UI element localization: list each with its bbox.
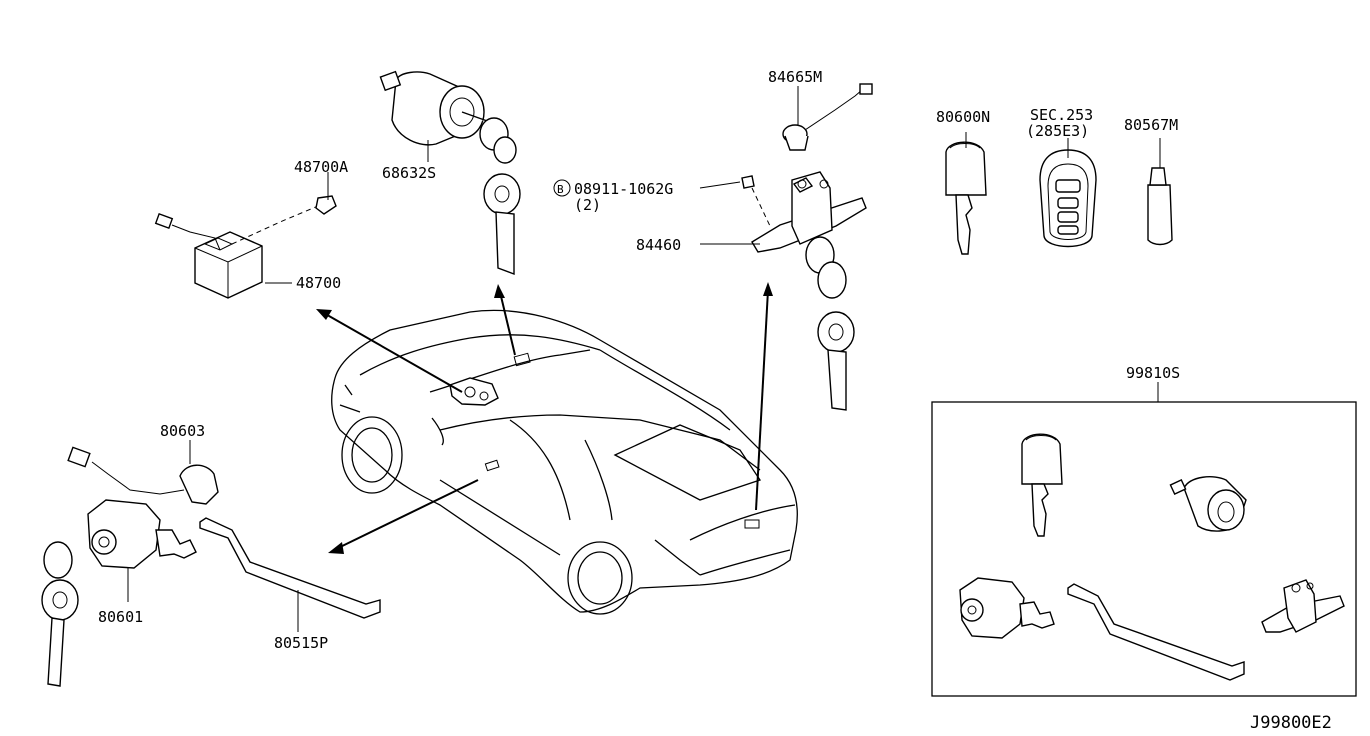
part-sec253-key-fob[interactable] — [1039, 138, 1097, 248]
label-sec253[interactable]: SEC.253 — [1030, 106, 1093, 124]
label-80601[interactable]: 80601 — [98, 608, 143, 626]
label-48700a[interactable]: 48700A — [294, 158, 348, 176]
callout-circle — [553, 179, 571, 197]
label-80567m[interactable]: 80567M — [1124, 116, 1178, 134]
part-80600n-key[interactable] — [945, 132, 987, 255]
part-84665m-sensor[interactable] — [782, 83, 873, 151]
diagram-code: J99800E2 — [1250, 713, 1332, 733]
label-48700[interactable]: 48700 — [296, 274, 341, 292]
part-99810s-kit[interactable] — [931, 382, 1357, 697]
leader-arrows — [316, 282, 773, 554]
part-80603-sensor[interactable] — [67, 440, 219, 505]
label-80603[interactable]: 80603 — [160, 422, 205, 440]
label-68632s[interactable]: 68632S — [382, 164, 436, 182]
label-sec253-ref: (285E3) — [1026, 122, 1089, 140]
part-80567m-key-blank[interactable] — [1147, 138, 1173, 246]
label-99810s[interactable]: 99810S — [1126, 364, 1180, 382]
part-48700-module[interactable] — [154, 172, 337, 299]
car-body-illustration — [331, 309, 798, 615]
label-08911-callout: B — [557, 183, 564, 196]
label-08911[interactable]: 08911-1062G — [574, 180, 673, 198]
part-80515p-rod[interactable] — [199, 517, 381, 632]
label-80515p[interactable]: 80515P — [274, 634, 328, 652]
part-84460-ignition-switch[interactable] — [699, 171, 867, 411]
label-08911-qty: (2) — [574, 196, 601, 214]
part-80601-door-lock[interactable] — [41, 499, 197, 687]
label-84460[interactable]: 84460 — [636, 236, 681, 254]
label-80600n[interactable]: 80600N — [936, 108, 990, 126]
label-84665m[interactable]: 84665M — [768, 68, 822, 86]
part-68632s-key-cylinder[interactable] — [379, 70, 521, 276]
part-labels: 48700A 48700 68632S 84665M B 08911-1062G… — [98, 68, 1332, 733]
